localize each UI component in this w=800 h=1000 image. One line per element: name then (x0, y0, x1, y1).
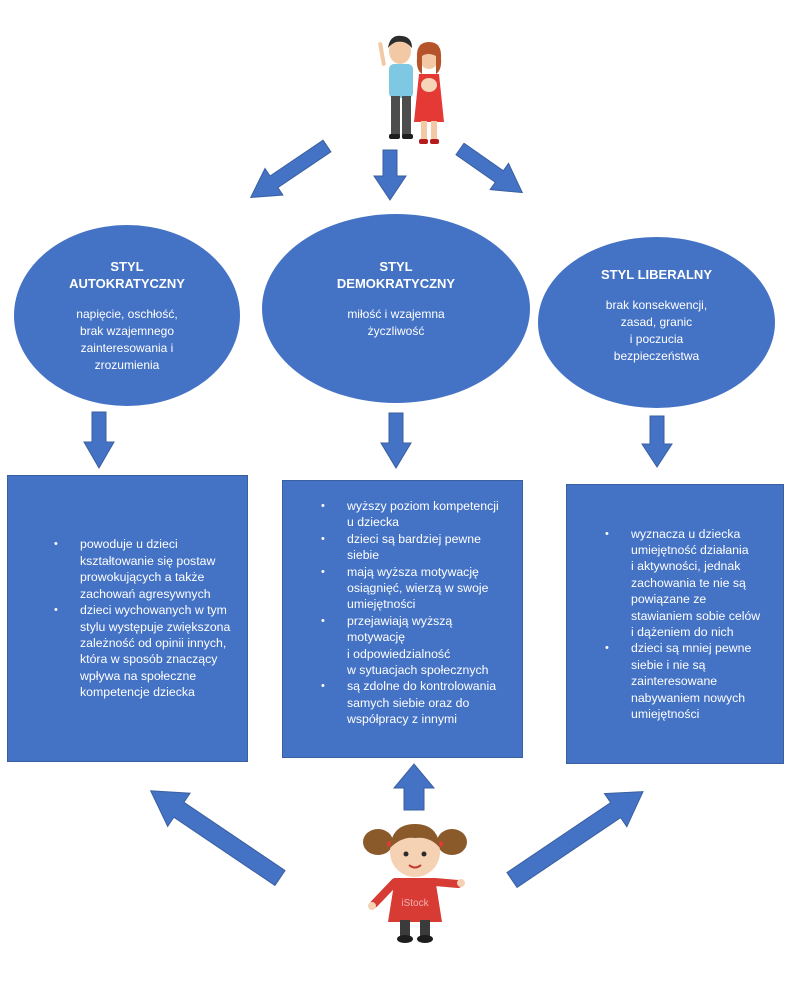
list-item: dzieci wychowanych w tym stylu występuje… (54, 602, 247, 700)
list-item: wyznacza u dziecka umiejętność działania… (605, 526, 783, 641)
arrow-parents-to-autocratic (249, 139, 332, 199)
arrow-parents-to-liberal (455, 142, 524, 194)
arrow-parents-to-democratic (373, 149, 407, 201)
arrow-child-to-liberal (506, 791, 644, 889)
arrow-democratic-down (380, 412, 412, 469)
autocratic-effects-box: powoduje u dzieci kształtowanie się post… (7, 475, 248, 762)
arrow-child-to-democratic (392, 763, 436, 811)
liberal-effects-list: wyznacza u dziecka umiejętność działania… (567, 526, 783, 723)
liberal-style-title: STYL LIBERALNY (601, 267, 712, 282)
autocratic-style-description: napięcie, oschłość, brak wzajemnego zain… (76, 306, 178, 372)
list-item: mają wyższa motywację osiągnięć, wierzą … (321, 564, 522, 613)
istock-watermark: iStock (401, 898, 429, 909)
list-item: są zdolne do kontrolowania samych siebie… (321, 678, 522, 727)
arrow-child-to-autocratic (149, 790, 286, 887)
democratic-style-title: STYL DEMOKRATYCZNY (336, 258, 456, 291)
arrow-autocratic-down (83, 411, 115, 470)
list-item: wyższy poziom kompetencji u dziecka (321, 498, 522, 531)
autocratic-style-title: STYL AUTOKRATYCZNY (69, 258, 185, 291)
autocratic-style-ellipse: STYL AUTOKRATYCZNY napięcie, oschłość, b… (14, 225, 240, 406)
democratic-style-description: miłość i wzajemna życzliwość (347, 306, 445, 338)
parents-illustration-icon (370, 30, 450, 150)
list-item: przejawiają wyższą motywację i odpowiedz… (321, 613, 522, 679)
list-item: dzieci są mniej pewne siebie i nie są za… (605, 640, 783, 722)
arrow-liberal-down (641, 415, 673, 468)
autocratic-effects-list: powoduje u dzieci kształtowanie się post… (8, 536, 247, 700)
democratic-effects-list: wyższy poziom kompetencji u dziecka dzie… (283, 498, 522, 728)
list-item: dzieci są bardziej pewne siebie (321, 531, 522, 564)
list-item: powoduje u dzieci kształtowanie się post… (54, 536, 247, 602)
democratic-style-ellipse: STYL DEMOKRATYCZNY miłość i wzajemna życ… (262, 214, 530, 403)
liberal-style-description: brak konsekwencji, zasad, granic i poczu… (605, 298, 708, 363)
liberal-style-ellipse: STYL LIBERALNY brak konsekwencji, zasad,… (538, 237, 775, 408)
child-girl-illustration-icon: iStock (360, 812, 470, 944)
democratic-effects-box: wyższy poziom kompetencji u dziecka dzie… (282, 480, 523, 758)
liberal-effects-box: wyznacza u dziecka umiejętność działania… (566, 484, 784, 764)
